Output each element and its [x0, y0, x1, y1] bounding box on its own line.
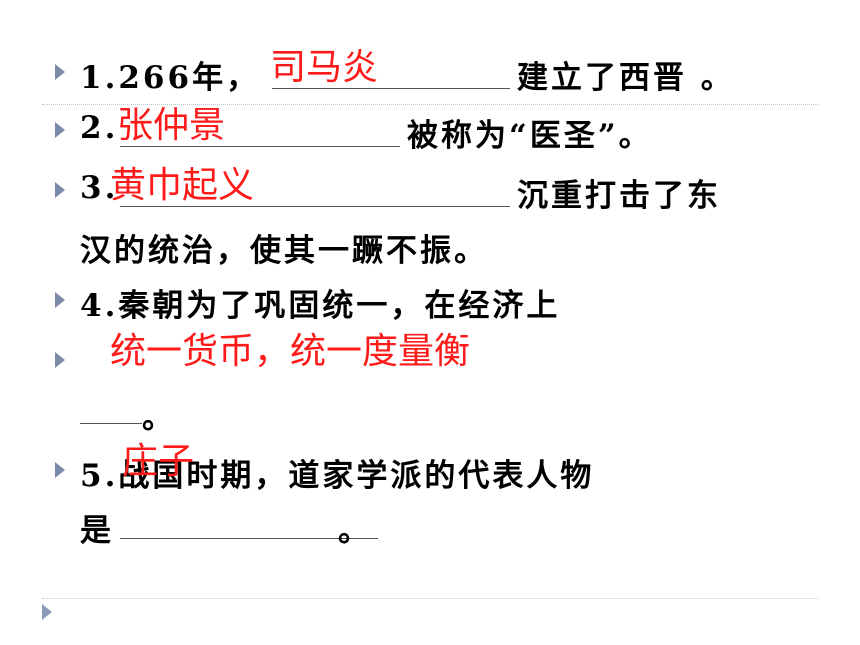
bullet-icon — [55, 122, 65, 138]
q5-line2-suffix: 。 — [338, 513, 372, 549]
q1-prefix: 1.266年， — [80, 60, 261, 96]
q3-prefix: 3. — [80, 170, 119, 206]
footer-arrow-icon — [42, 604, 52, 620]
bullet-icon — [55, 182, 65, 198]
q2-suffix: 被称为“医圣”。 — [407, 118, 653, 154]
q5-answer: 庄子 — [122, 441, 195, 482]
q4-blank — [80, 423, 142, 424]
q5-prefix: 5.战国时期，道家学派的代表人物 — [80, 458, 595, 494]
q2-answer: 张仲景 — [117, 105, 226, 146]
q3-line2: 汉的统治，使其一蹶不振。 — [80, 233, 488, 269]
q4-answer: 统一货币，统一度量衡 — [110, 331, 471, 372]
q2-prefix: 2. — [80, 110, 119, 146]
q1-suffix: 建立了西晋 。 — [517, 60, 735, 96]
bullet-icon — [55, 462, 65, 478]
dotted-divider-bottom — [42, 598, 818, 599]
q3-answer: 黄巾起义 — [110, 165, 255, 206]
q3-suffix: 沉重打击了东 — [517, 178, 721, 214]
bullet-icon — [55, 292, 65, 308]
bullet-icon — [55, 64, 65, 80]
q2-blank — [120, 146, 400, 147]
q4-end: 。 — [142, 400, 176, 436]
dotted-divider-top — [42, 104, 818, 105]
q5-blank — [120, 538, 378, 539]
q1-answer: 司马炎 — [270, 47, 379, 88]
q1-blank — [272, 88, 510, 89]
q3-blank — [120, 206, 510, 207]
bullet-icon — [55, 352, 65, 368]
q5-line2-prefix: 是 — [80, 513, 114, 549]
q4-prefix: 4.秦朝为了巩固统一，在经济上 — [80, 288, 561, 324]
